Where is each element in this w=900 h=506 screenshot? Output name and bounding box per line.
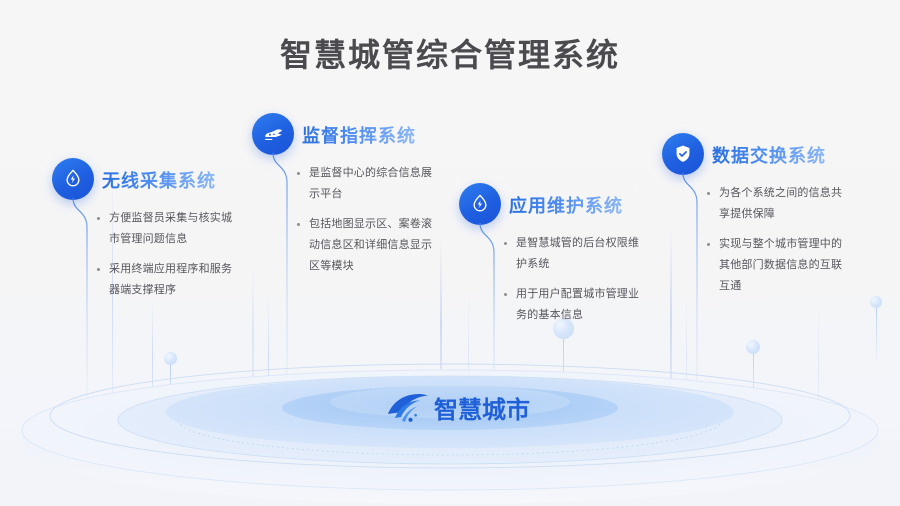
bullet-dot	[297, 172, 300, 175]
list-item: 为各个系统之间的信息共享提供保障	[706, 183, 852, 225]
node-bullet-list: 是监督中心的综合信息展示平台 包括地图显示区、案卷滚动信息区和详细信息显示区等模…	[296, 163, 442, 277]
list-item: 是智慧城管的后台权限维护系统	[503, 233, 649, 275]
high-speed-train-icon[interactable]	[252, 113, 294, 155]
list-item: 采用终端应用程序和服务器端支撑程序	[96, 259, 242, 301]
node-bullet-list: 方便监督员采集与核实城市管理问题信息 采用终端应用程序和服务器端支撑程序	[96, 208, 242, 301]
list-item: 方便监督员采集与核实城市管理问题信息	[96, 208, 242, 250]
bullet-dot	[504, 293, 507, 296]
bullet-dot	[97, 268, 100, 271]
decor-beam	[686, 296, 687, 432]
swoosh-arc-icon	[386, 392, 430, 429]
decor-beam	[818, 306, 819, 430]
node-title: 应用维护系统	[509, 192, 623, 218]
water-drop-bolt-icon[interactable]	[459, 183, 501, 225]
bullet-dot	[707, 243, 710, 246]
bullet-dot	[707, 192, 710, 195]
bullet-dot	[97, 217, 100, 220]
page-title: 智慧城管综合管理系统	[279, 37, 620, 73]
shield-check-icon[interactable]	[662, 133, 704, 175]
water-drop-bolt-icon[interactable]	[52, 158, 94, 200]
list-item: 用于用户配置城市管理业务的基本信息	[503, 284, 649, 326]
platform-logo: 智慧城市	[386, 392, 530, 429]
node-title: 无线采集系统	[102, 167, 216, 193]
bullet-dot	[504, 242, 507, 245]
node-bullet-list: 为各个系统之间的信息共享提供保障 实现与整个城市管理中的其他部门数据信息的互联互…	[706, 183, 852, 297]
logo-text: 智慧城市	[434, 396, 530, 424]
node-title: 监督指挥系统	[302, 122, 416, 148]
decor-beam	[670, 226, 672, 434]
decor-beam	[252, 262, 254, 430]
node-bullet-list: 是智慧城管的后台权限维护系统 用于用户配置城市管理业务的基本信息	[503, 233, 649, 326]
node-title: 数据交换系统	[712, 142, 826, 168]
list-item: 实现与整个城市管理中的其他部门数据信息的互联互通	[706, 234, 852, 297]
bullet-dot	[297, 223, 300, 226]
list-item: 是监督中心的综合信息展示平台	[296, 163, 442, 205]
list-item: 包括地图显示区、案卷滚动信息区和详细信息显示区等模块	[296, 214, 442, 277]
decor-beam	[152, 300, 153, 428]
decor-beam	[268, 296, 269, 428]
